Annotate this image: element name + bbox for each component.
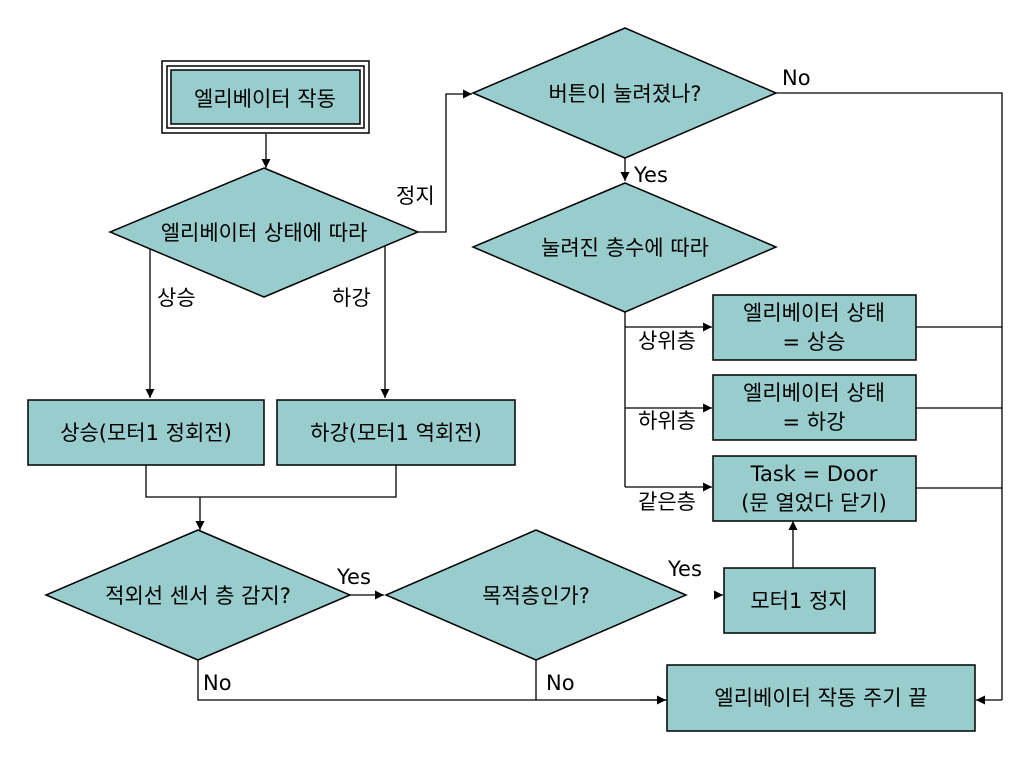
line-sensor-no	[197, 660, 668, 701]
sensor-decision: 적외선 센서 층 감지?	[44, 529, 352, 661]
destination-decision-label: 목적층인가?	[482, 584, 590, 608]
label-button-no: No	[782, 66, 811, 90]
label-stop: 정지	[396, 184, 435, 208]
set-down-box-line1: 엘리베이터 상태	[743, 381, 885, 405]
button-decision-label: 버튼이 눌려졌나?	[548, 82, 701, 106]
up-motor-box: 상승(모터1 정회전)	[27, 399, 265, 466]
cycle-end-box-label: 엘리베이터 작동 주기 끝	[714, 686, 927, 710]
start-box: 엘리베이터 작동	[161, 60, 370, 134]
label-sensor-yes: Yes	[336, 565, 371, 589]
label-up: 상승	[157, 286, 196, 310]
label-same-floor: 같은층	[638, 490, 696, 514]
line-motors-merge	[145, 465, 397, 498]
start-box-label: 엘리베이터 작동	[194, 87, 336, 111]
door-task-box: Task = Door (문 열었다 닫기)	[712, 455, 917, 522]
door-task-box-line2: (문 열었다 닫기)	[741, 491, 887, 515]
set-down-box: 엘리베이터 상태 = 하강	[712, 374, 917, 441]
label-button-yes: Yes	[633, 163, 668, 187]
set-up-box: 엘리베이터 상태 = 상승	[712, 294, 917, 361]
door-task-box-line1: Task = Door	[750, 462, 878, 486]
set-up-box-line2: = 상승	[783, 330, 846, 354]
motor-stop-box: 모터1 정지	[723, 567, 876, 634]
cycle-end-box: 엘리베이터 작동 주기 끝	[666, 664, 976, 732]
state-decision: 엘리베이터 상태에 따라	[108, 167, 420, 298]
up-motor-box-label: 상승(모터1 정회전)	[60, 421, 232, 445]
floor-decision: 눌려진 층수에 따라	[471, 182, 778, 313]
state-decision-label: 엘리베이터 상태에 따라	[161, 221, 368, 245]
label-sensor-no: No	[203, 671, 232, 695]
arrow-state-to-button	[418, 89, 472, 233]
line-button-no	[776, 92, 1003, 700]
destination-decision: 목적층인가?	[384, 529, 688, 661]
connectors	[145, 89, 1003, 705]
set-down-box-line2: = 하강	[783, 410, 846, 434]
motor-stop-box-label: 모터1 정지	[750, 589, 847, 613]
set-up-box-line1: 엘리베이터 상태	[743, 301, 885, 325]
label-dest-yes: Yes	[667, 557, 702, 581]
floor-decision-label: 눌려진 층수에 따라	[541, 236, 709, 260]
label-lower-floor: 하위층	[638, 409, 696, 433]
sensor-decision-label: 적외선 센서 층 감지?	[105, 584, 291, 608]
down-motor-box-label: 하강(모터1 역회전)	[310, 421, 482, 445]
label-upper-floor: 상위층	[638, 329, 696, 353]
down-motor-box: 하강(모터1 역회전)	[276, 399, 516, 466]
label-dest-no: No	[546, 671, 575, 695]
edge-labels: 정지 상승 하강 No Yes 상위층 하위층 같은층 Yes Yes No N…	[157, 66, 811, 695]
button-decision: 버튼이 눌려졌나?	[471, 27, 778, 159]
label-down: 하강	[332, 286, 371, 310]
